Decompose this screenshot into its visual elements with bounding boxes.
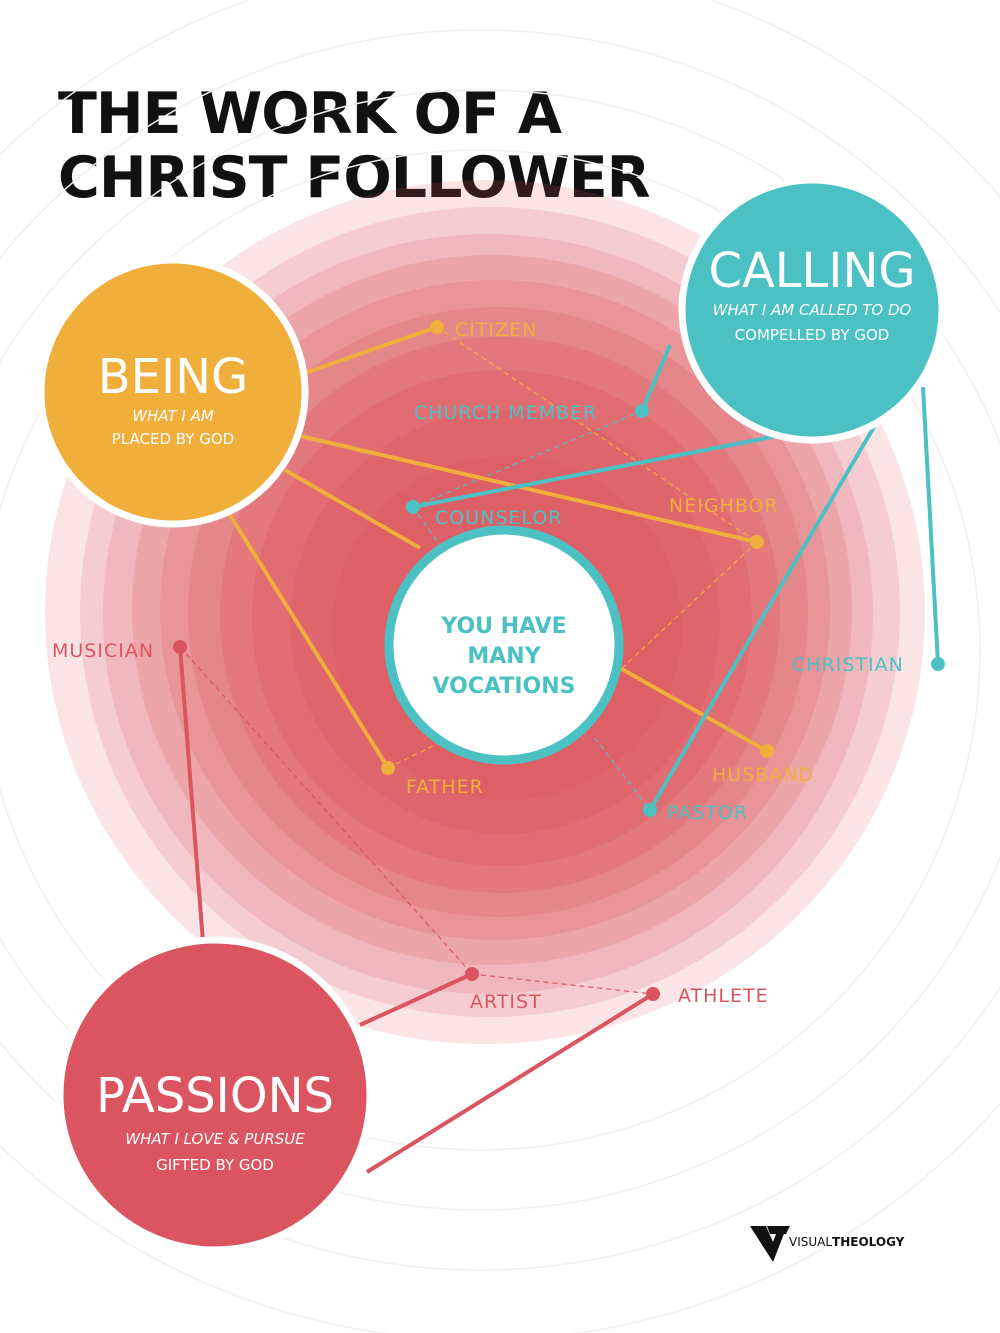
brand-prefix: VISUAL — [789, 1235, 832, 1249]
passions-dots — [173, 640, 660, 1001]
center-line-2: MANY — [467, 644, 541, 669]
being-source: PLACED BY GOD — [112, 430, 234, 448]
label-athlete: ATHLETE — [678, 985, 769, 1007]
label-father: FATHER — [406, 776, 484, 798]
athlete-dot — [646, 987, 660, 1001]
passions-subtitle: WHAT I LOVE & PURSUE — [125, 1130, 305, 1148]
logo-accent-icon — [767, 1226, 790, 1234]
poster-title: THE WORK OF A CHRIST FOLLOWER — [58, 81, 651, 211]
musician-dot — [173, 640, 187, 654]
calling-title: CALLING — [708, 243, 915, 299]
christian-dot — [931, 657, 945, 671]
church-member-dot — [635, 404, 649, 418]
passions-source: GIFTED BY GOD — [156, 1156, 274, 1174]
being-connectors — [226, 325, 768, 770]
label-citizen: CITIZEN — [455, 319, 537, 341]
center-line-1: YOU HAVE — [440, 614, 566, 639]
calling-circle: CALLING WHAT I AM CALLED TO DO COMPELLED… — [678, 176, 946, 444]
brand-logo: VISUALTHEOLOGY — [750, 1226, 905, 1262]
calling-subtitle: WHAT I AM CALLED TO DO — [713, 301, 912, 319]
calling-dots — [406, 404, 945, 817]
vocation-labels: CITIZEN CHURCH MEMBER NEIGHBOR COUNSELOR… — [52, 319, 904, 1013]
label-counselor: COUNSELOR — [435, 507, 562, 529]
brand-suffix: THEOLOGY — [832, 1235, 905, 1249]
center-circle: YOU HAVE MANY VOCATIONS — [384, 525, 624, 765]
calling-source: COMPELLED BY GOD — [735, 326, 890, 344]
artist-dot — [465, 967, 479, 981]
center-line-3: VOCATIONS — [433, 674, 576, 699]
dashed-connectors — [179, 326, 758, 995]
title-line-1: THE WORK OF A — [58, 81, 562, 147]
citizen-dot — [430, 320, 444, 334]
label-neighbor: NEIGHBOR — [669, 495, 779, 517]
husband-dot — [760, 744, 774, 758]
being-dots — [381, 320, 774, 775]
neighbor-dot — [750, 535, 764, 549]
label-artist: ARTIST — [470, 991, 542, 1013]
title-line-2: CHRIST FOLLOWER — [58, 145, 651, 211]
label-christian: CHRISTIAN — [792, 654, 904, 676]
brand-wordmark: VISUALTHEOLOGY — [789, 1235, 905, 1249]
label-church-member: CHURCH MEMBER — [414, 402, 597, 424]
passions-title: PASSIONS — [96, 1068, 334, 1124]
counselor-dot — [406, 500, 420, 514]
label-musician: MUSICIAN — [52, 640, 154, 662]
passions-circle: PASSIONS WHAT I LOVE & PURSUE GIFTED BY … — [56, 936, 374, 1254]
passions-connectors — [178, 646, 655, 1174]
pastor-dot — [643, 803, 657, 817]
calling-connectors — [412, 344, 940, 812]
father-dot — [381, 761, 395, 775]
being-circle: BEING WHAT I AM PLACED BY GOD — [37, 256, 309, 528]
visual-theology-logo-icon — [750, 1226, 787, 1262]
being-title: BEING — [98, 349, 249, 405]
label-husband: HUSBAND — [712, 764, 814, 786]
being-subtitle: WHAT I AM — [132, 407, 214, 425]
label-pastor: PASTOR — [667, 802, 748, 824]
